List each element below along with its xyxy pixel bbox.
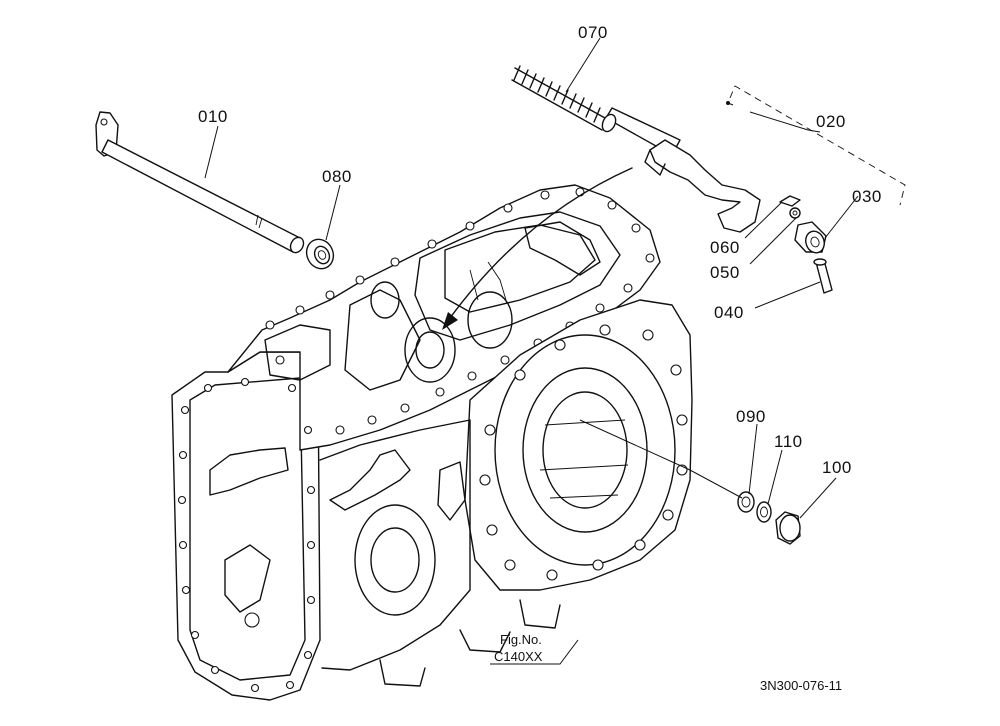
group-bracket-020 [729,85,906,206]
label-050: 050 [710,263,740,282]
drawing-code: 3N300-076-11 [760,678,842,693]
assembly-direction-arrow [442,167,633,330]
part-030-sleeve [794,221,827,254]
part-010-shift-shaft [95,111,305,254]
front-flange-bolt-holes [479,324,688,581]
part-060-screw [779,195,801,207]
bracket-dot [726,101,730,105]
part-040-pin [813,258,833,294]
label-070: 070 [578,23,608,42]
fig-no-value: C140XX [494,649,543,664]
label-040: 040 [714,303,744,322]
part-070-spring [511,65,606,131]
label-060: 060 [710,238,740,257]
rear-frame-bolt-holes [177,377,316,693]
label-030: 030 [852,187,882,206]
fig-no-label: Fig.No. [500,632,542,647]
label-090: 090 [736,407,766,426]
part-110-gasket [756,501,772,523]
label-020: 020 [816,112,846,131]
part-020-shift-fork [601,107,761,233]
label-110: 110 [774,432,803,451]
transmission-case [171,184,693,701]
label-100: 100 [822,458,852,477]
label-010: 010 [198,107,228,126]
part-100-plug [775,511,801,545]
leader-lines [204,37,859,665]
part-050-washer [789,207,801,219]
part-080-oil-seal [305,238,335,270]
part-labels: 010 020 030 040 050 060 070 080 090 100 … [198,23,882,477]
figure-number-block: Fig.No. C140XX [494,632,543,664]
label-080: 080 [322,167,352,186]
part-090-o-ring [737,491,755,513]
